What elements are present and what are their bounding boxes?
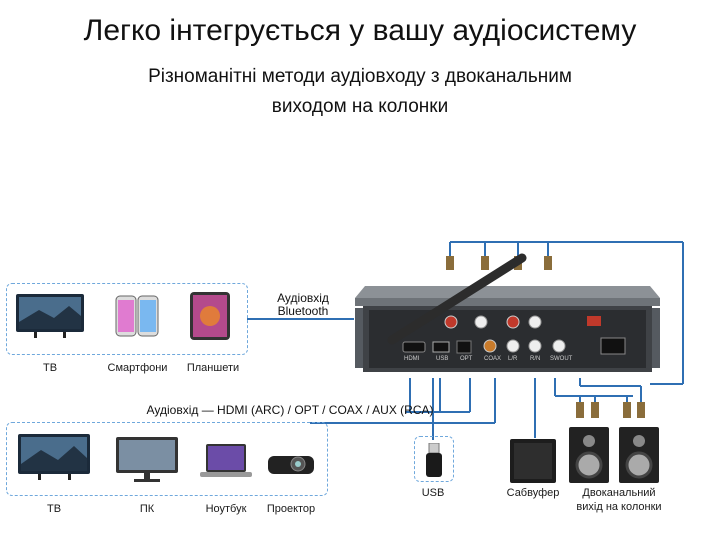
device-label-laptop: Ноутбук	[190, 503, 262, 515]
speakers-label-line1: Двоканальний	[564, 487, 674, 499]
laptop-icon	[198, 442, 254, 482]
antenna-icon	[380, 248, 530, 348]
smartphones-icon	[112, 292, 162, 342]
port-hdmi: HDMI	[404, 356, 419, 362]
bluetooth-label-line2: Bluetooth	[260, 304, 346, 318]
subwoofer-label: Сабвуфер	[500, 487, 566, 499]
device-label-tv-top: ТВ	[14, 362, 86, 374]
port-usb: USB	[436, 356, 448, 362]
device-label-pc: ПК	[114, 503, 180, 515]
device-label-smartphones: Смартфони	[100, 362, 175, 374]
port-opt: OPT	[460, 356, 472, 362]
tv-icon	[16, 432, 92, 482]
tv-icon	[14, 292, 86, 340]
tablet-icon	[188, 290, 232, 342]
port-rn: R/N	[530, 356, 540, 362]
port-swout: SWOUT	[550, 356, 572, 362]
device-label-projector: Проектор	[256, 503, 326, 515]
bluetooth-label-line1: Аудіовхід	[260, 291, 346, 305]
wired-input-label: Аудіовхід — HDMI (ARC) / OPT / COAX / AU…	[140, 403, 440, 417]
device-label-tv-bottom: ТВ	[16, 503, 92, 515]
port-labels: HDMI USB OPT COAX L/R R/N SWOUT	[398, 356, 598, 366]
projector-icon	[266, 448, 316, 478]
monitor-icon	[114, 435, 180, 485]
subwoofer-icon	[508, 437, 558, 485]
speakers-label-line2: вихід на колонки	[560, 501, 678, 513]
usb-label: USB	[410, 487, 456, 499]
port-coax: COAX	[484, 356, 501, 362]
usb-drive-icon	[424, 443, 444, 477]
port-lr: L/R	[508, 356, 517, 362]
speakers-icon	[567, 425, 667, 485]
device-label-tablets: Планшети	[178, 362, 248, 374]
